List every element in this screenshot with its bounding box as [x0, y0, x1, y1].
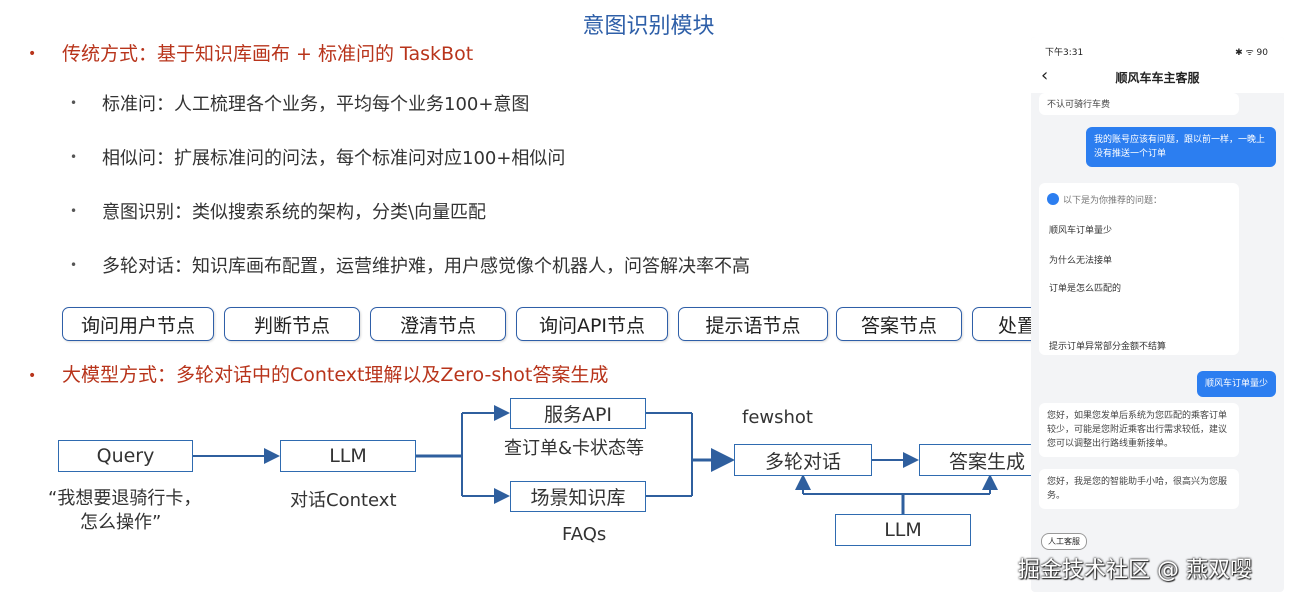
watermark: 掘金技术社区 @ 燕双嘤 [1018, 558, 1252, 583]
sub-bullet-icon: • [70, 150, 78, 164]
phone-screenshot: 下午3:31 ✱ ᯤ 90 ‹ 顺风车车主客服 不认可骑行车费 我的账号应该有问… [1031, 37, 1284, 592]
back-icon[interactable]: ‹ [1041, 65, 1049, 86]
section2-heading: 大模型方式：多轮对话中的Context理解以及Zero-shot答案生成 [62, 364, 609, 386]
kb-caption: FAQs [562, 524, 607, 545]
sub-item: 多轮对话：知识库画布配置，运营维护难，用户感觉像个机器人，问答解决率不高 [102, 256, 750, 277]
query-box: Query [58, 440, 193, 472]
suggestion-item[interactable]: 顺风车订单量少 [1049, 226, 1113, 236]
suggest-title: 以下是为你推荐的问题： [1063, 196, 1163, 206]
user-message: 顺风车订单量少 [1196, 371, 1276, 397]
service-caption: 查订单&卡状态等 [504, 438, 645, 459]
sub-item: 相似问：扩展标准问的问法，每个标准问对应100+相似问 [102, 148, 566, 169]
status-bar: 下午3:31 ✱ ᯤ 90 [1031, 37, 1284, 61]
sub-bullet-icon: • [70, 204, 78, 218]
assistant-icon [1047, 193, 1059, 205]
node-judge: 判断节点 [224, 307, 360, 341]
sub-item: 标准问：人工梳理各个业务，平均每个业务100+意图 [102, 94, 530, 115]
knowledge-base-box: 场景知识库 [510, 481, 646, 512]
suggestion-item[interactable]: 订单是怎么匹配的 [1049, 284, 1122, 294]
node-clarify: 澄清节点 [370, 307, 506, 341]
human-agent-button[interactable]: 人工客服 [1041, 533, 1087, 550]
status-icons: ✱ ᯤ 90 [1235, 48, 1268, 58]
node-ask-api: 询问API节点 [516, 307, 668, 341]
query-example: “我想要退骑行卡， [48, 488, 202, 509]
bot-message: 您好，如果您发单后系统为您匹配的乘客订单较少，可能是您附近乘客出行需求较低，建议… [1039, 403, 1239, 457]
suggestion-item[interactable]: 为什么无法接单 [1049, 256, 1113, 266]
node-ask-user: 询问用户节点 [62, 307, 214, 341]
llm-box: LLM [280, 440, 416, 472]
user-message: 我的账号应该有问题，跟以前一样，一晚上没有推送一个订单 [1086, 127, 1276, 167]
node-answer: 答案节点 [836, 307, 962, 341]
node-prompt: 提示语节点 [678, 307, 828, 341]
page-title: 意图识别模块 [582, 14, 715, 39]
bullet-icon: • [28, 368, 37, 384]
sub-bullet-icon: • [70, 96, 78, 110]
query-example: 怎么操作” [80, 512, 162, 533]
chat-header: ‹ 顺风车车主客服 [1031, 61, 1284, 93]
bullet-icon: • [28, 46, 37, 62]
multi-turn-box: 多轮对话 [734, 444, 872, 476]
llm2-box: LLM [835, 514, 971, 546]
suggestion-card: 以下是为你推荐的问题： 顺风车订单量少 为什么无法接单 订单是怎么匹配的 提示订… [1039, 183, 1239, 355]
status-time: 下午3:31 [1045, 48, 1084, 58]
service-api-box: 服务API [510, 398, 646, 429]
bot-message: 您好，我是您的智能助手小哈，很高兴为您服务。 [1039, 469, 1239, 509]
llm-caption: 对话Context [290, 490, 397, 511]
fewshot-label: fewshot [742, 407, 813, 428]
suggestion-item[interactable]: 提示订单异常部分金额不结算 [1049, 342, 1167, 352]
section1-heading: 传统方式：基于知识库画布 + 标准问的 TaskBot [62, 43, 474, 65]
sub-item: 意图识别：类似搜索系统的架构，分类\向量匹配 [102, 202, 487, 223]
sub-bullet-icon: • [70, 258, 78, 272]
chat-message: 不认可骑行车费 [1039, 93, 1239, 115]
chat-title: 顺风车车主客服 [1115, 71, 1200, 85]
